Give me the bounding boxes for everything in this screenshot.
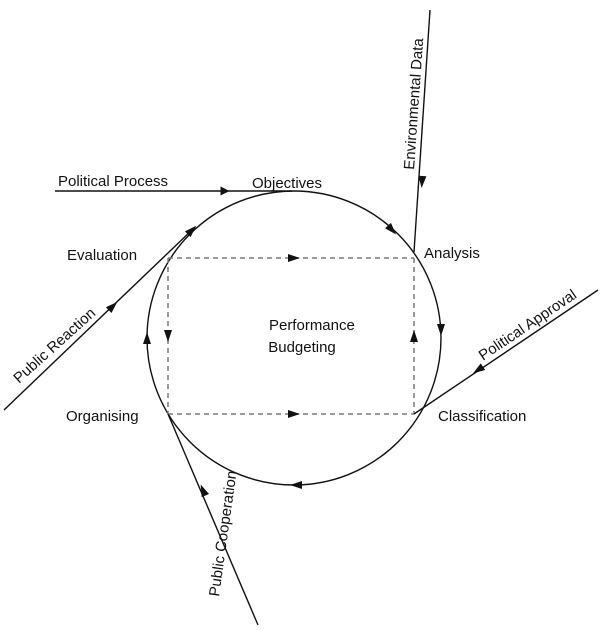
cycle-arrow-analysis-classification <box>437 324 445 336</box>
input-label-political-approval: Political Approval <box>476 286 580 364</box>
dashed-arrow-bottom <box>288 410 300 418</box>
public-reaction-arrow-icon <box>105 301 118 314</box>
public-cooperation-arrow-icon <box>200 484 210 498</box>
input-label-political-process: Political Process <box>58 173 168 190</box>
cycle-arrow-organising-evaluation <box>143 332 151 344</box>
stage-label-organising: Organising <box>66 408 139 425</box>
stage-label-evaluation: Evaluation <box>67 247 137 264</box>
input-label-public-cooperation: Public Cooperation <box>206 470 240 598</box>
public-cooperation-line <box>167 413 259 626</box>
cycle-arrow-objectives-analysis <box>385 222 397 235</box>
stage-label-classification: Classification <box>438 408 526 425</box>
dashed-arrow-left <box>164 330 172 342</box>
political-approval-arrow-icon <box>473 363 486 374</box>
inner-dashed-rectangle <box>167 257 415 415</box>
dashed-arrow-top <box>288 254 300 262</box>
cycle-arrow-classification-organising <box>290 481 302 489</box>
public-reaction-line <box>3 229 193 411</box>
environmental-data-line <box>413 9 431 253</box>
stage-label-analysis: Analysis <box>424 245 480 262</box>
center-label: Performance Budgeting <box>268 317 359 356</box>
environmental-data-arrow-icon <box>418 175 427 188</box>
political-approval-line <box>413 289 599 415</box>
center-label-line-1: Performance <box>269 317 355 334</box>
input-label-public-reaction: Public Reaction <box>10 305 99 387</box>
dashed-arrow-right <box>410 330 418 342</box>
center-label-line-2: Budgeting <box>268 339 336 356</box>
stage-label-objectives: Objectives <box>252 175 322 192</box>
